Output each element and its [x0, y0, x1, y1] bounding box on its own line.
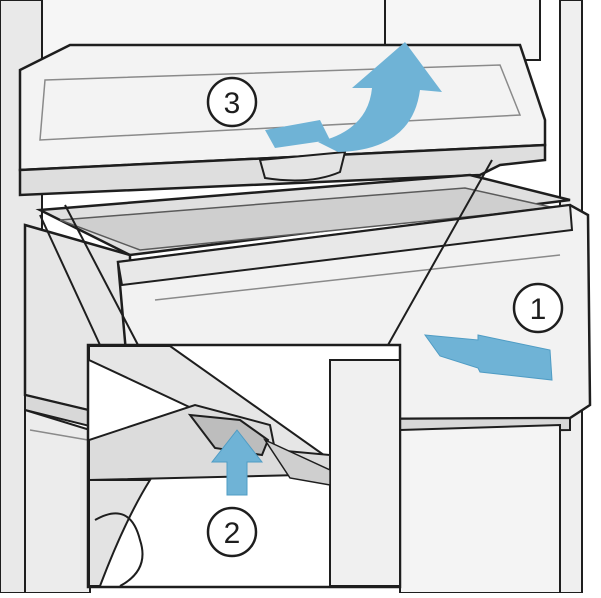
push-up-arrow-shape: [210, 429, 264, 496]
shelf-inner-ridge: [39, 64, 522, 141]
step-2-marker: 2: [206, 506, 258, 558]
drawer-front-lip: [116, 203, 574, 287]
step-3-marker: 3: [206, 76, 258, 128]
shelf-latch: [258, 150, 347, 182]
step-1-marker: 1: [512, 282, 564, 334]
callout-lines: [39, 159, 493, 346]
push-up-arrow: [210, 429, 264, 496]
pull-arrow-shape: [425, 335, 552, 380]
step-3-label: 3: [224, 87, 241, 120]
detail-runner: [89, 403, 331, 482]
detail-panel: [329, 359, 399, 586]
step-1-label: 1: [530, 293, 547, 326]
step-2-label: 2: [224, 517, 241, 550]
lift-arrow: [265, 42, 442, 152]
lift-arrow-body: [318, 42, 442, 152]
detail-shadow: [89, 479, 152, 586]
lift-arrow-base: [265, 120, 330, 148]
drawer-cover-shelf: [18, 43, 547, 197]
pull-arrow: [423, 334, 553, 381]
